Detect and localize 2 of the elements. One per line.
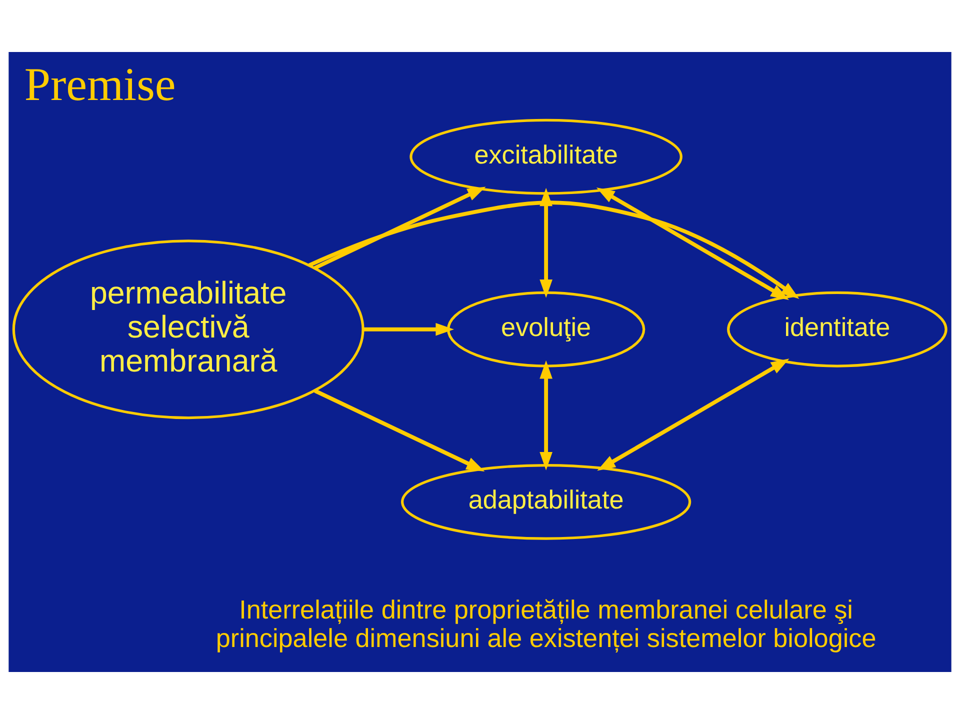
caption: Interrelațiile dintre proprietățile membranei celulare şi principalele dimensiuni ale existenței sistemelor biologice: [216, 594, 876, 653]
diagram-title: Premise: [24, 58, 176, 111]
